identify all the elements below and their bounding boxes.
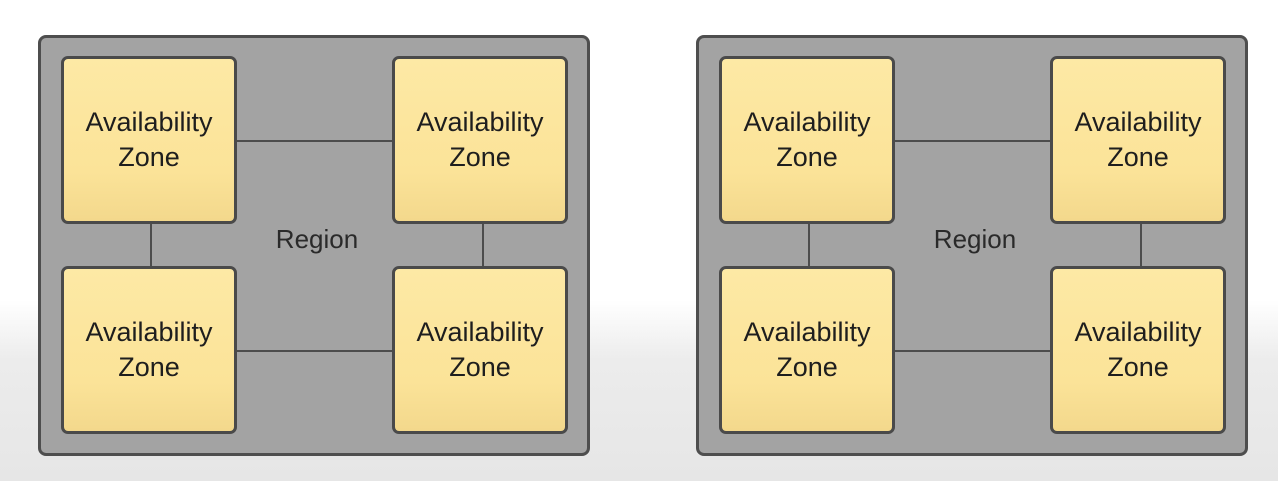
zone-label-line2: Zone: [449, 142, 511, 172]
zone-label-line2: Zone: [1107, 352, 1169, 382]
zone-label-line2: Zone: [118, 352, 180, 382]
zone-label-line1: Availability: [1074, 107, 1202, 137]
zone-label-line1: Availability: [743, 107, 871, 137]
availability-zone: Availability Zone: [61, 266, 237, 434]
zone-label-line1: Availability: [416, 317, 544, 347]
region-box: Availability Zone Availability Zone Avai…: [38, 35, 590, 456]
zone-label-line1: Availability: [85, 107, 213, 137]
availability-zone: Availability Zone: [719, 266, 895, 434]
availability-zone: Availability Zone: [719, 56, 895, 224]
zone-connectors: [808, 140, 1142, 352]
region-label: Region: [933, 224, 1017, 254]
zone-connectors: [150, 140, 484, 352]
availability-zone: Availability Zone: [1050, 266, 1226, 434]
availability-zone: Availability Zone: [61, 56, 237, 224]
zone-label-line2: Zone: [118, 142, 180, 172]
zone-label-line1: Availability: [85, 317, 213, 347]
availability-zone: Availability Zone: [392, 56, 568, 224]
zone-label-line2: Zone: [1107, 142, 1169, 172]
availability-zone: Availability Zone: [1050, 56, 1226, 224]
zone-label-line1: Availability: [743, 317, 871, 347]
region-label: Region: [275, 224, 359, 254]
zone-label-line2: Zone: [776, 142, 838, 172]
region-box: Availability Zone Availability Zone Avai…: [696, 35, 1248, 456]
availability-zone: Availability Zone: [392, 266, 568, 434]
zone-label-line1: Availability: [1074, 317, 1202, 347]
zone-label-line2: Zone: [776, 352, 838, 382]
zone-label-line1: Availability: [416, 107, 544, 137]
zone-label-line2: Zone: [449, 352, 511, 382]
